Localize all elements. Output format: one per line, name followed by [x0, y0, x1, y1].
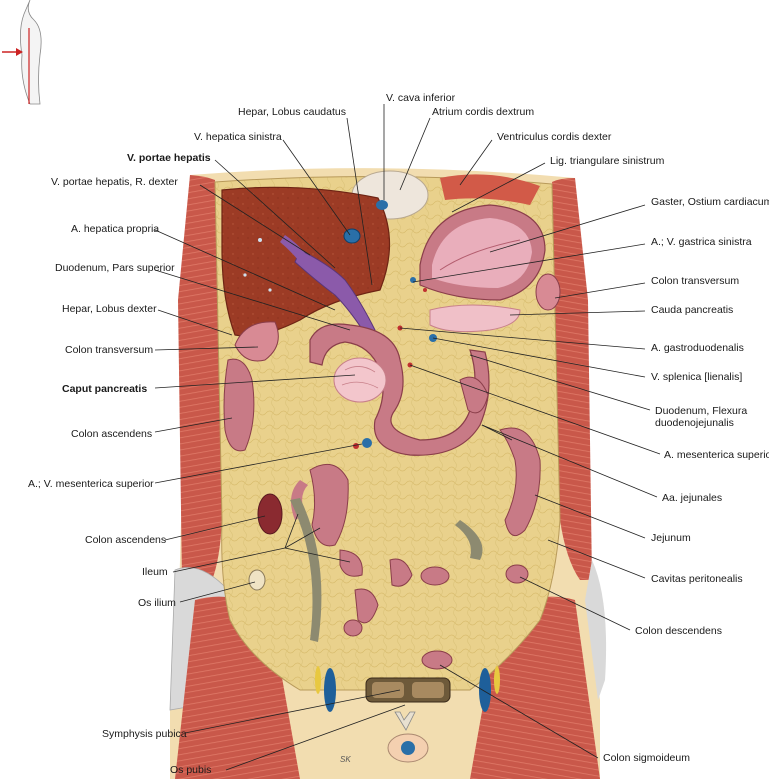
label-v-hepatica-sinistra: V. hepatica sinistra — [194, 131, 282, 143]
label-v-portae-hepatis: V. portae hepatis — [127, 152, 211, 164]
jejunum-loops — [459, 376, 541, 537]
label-a-mesenterica-superior: A. mesenterica superior — [664, 449, 769, 461]
label-duodenum-pars-superior: Duodenum, Pars superior — [55, 262, 175, 274]
label-v-cava-inferior: V. cava inferior — [386, 92, 456, 104]
label-os-ilium: Os ilium — [138, 597, 176, 609]
os-ilium-shape — [248, 569, 266, 591]
label-colon-descendens: Colon descendens — [635, 625, 722, 637]
mesentery — [290, 498, 322, 642]
colon-sigmoideum-shape — [421, 650, 453, 670]
label-caput-pancreatis: Caput pancreatis — [62, 383, 148, 395]
stomach — [419, 204, 546, 301]
label-a-v-gastrica-sinistra: A.; V. gastrica sinistra — [651, 236, 752, 248]
label-ventriculus-cordis-dexter: Ventriculus cordis dexter — [497, 131, 612, 143]
label-jejunum: Jejunum — [651, 532, 691, 544]
label-aa-jejunales: Aa. jejunales — [662, 492, 723, 504]
label-colon-ascendens-lower: Colon ascendens — [85, 534, 167, 546]
label-symphysis-pubica: Symphysis pubica — [102, 728, 187, 740]
colon-ascendens-lower-shape — [257, 493, 283, 535]
label-duodenum-flexura-line2: duodenojejunalis — [655, 417, 734, 429]
liver — [221, 186, 391, 339]
v-mesenterica-superior-dot — [362, 438, 372, 448]
label-ileum: Ileum — [142, 566, 168, 578]
label-cavitas-peritonealis: Cavitas peritonealis — [651, 573, 743, 585]
label-cauda-pancreatis: Cauda pancreatis — [651, 304, 734, 316]
label-v-portae-hepatis-r-dexter: V. portae hepatis, R. dexter — [51, 176, 178, 188]
label-lig-triangulare-sinistrum: Lig. triangulare sinistrum — [550, 155, 665, 167]
label-duodenum-flexura-line1: Duodenum, Flexura — [655, 405, 748, 417]
label-hepar-lobus-caudatus: Hepar, Lobus caudatus — [238, 106, 346, 118]
label-colon-sigmoideum: Colon sigmoideum — [603, 752, 690, 764]
cauda-pancreatis-shape — [429, 304, 521, 333]
artist-signature: SK — [340, 755, 351, 764]
label-hepar-lobus-dexter: Hepar, Lobus dexter — [62, 303, 157, 315]
label-gaster-ostium-cardiacum: Gaster, Ostium cardiacum — [651, 196, 769, 208]
label-atrium-cordis-dextrum: Atrium cordis dextrum — [432, 106, 535, 118]
duodenum-and-pancreas — [309, 323, 490, 456]
label-a-hepatica-propria: A. hepatica propria — [71, 223, 160, 235]
colon-descendens-shape — [505, 564, 529, 584]
label-os-pubis: Os pubis — [170, 764, 212, 776]
pubic-region — [315, 666, 500, 763]
colon-transversum-right-loop — [234, 321, 279, 362]
label-a-gastroduodenalis: A. gastroduodenalis — [651, 342, 744, 354]
label-colon-ascendens-upper: Colon ascendens — [71, 428, 153, 440]
label-v-splenica: V. splenica [lienalis] — [651, 371, 743, 383]
label-a-v-mesenterica-superior: A.; V. mesenterica superior — [28, 478, 154, 490]
leader-lines — [154, 104, 661, 771]
label-colon-transversum-left: Colon transversum — [65, 344, 154, 356]
orientation-figure — [2, 0, 42, 105]
label-colon-transversum-right: Colon transversum — [651, 275, 740, 287]
colon-transversum-left-loop — [535, 273, 561, 311]
colon-ascendens-upper-shape — [223, 358, 255, 452]
